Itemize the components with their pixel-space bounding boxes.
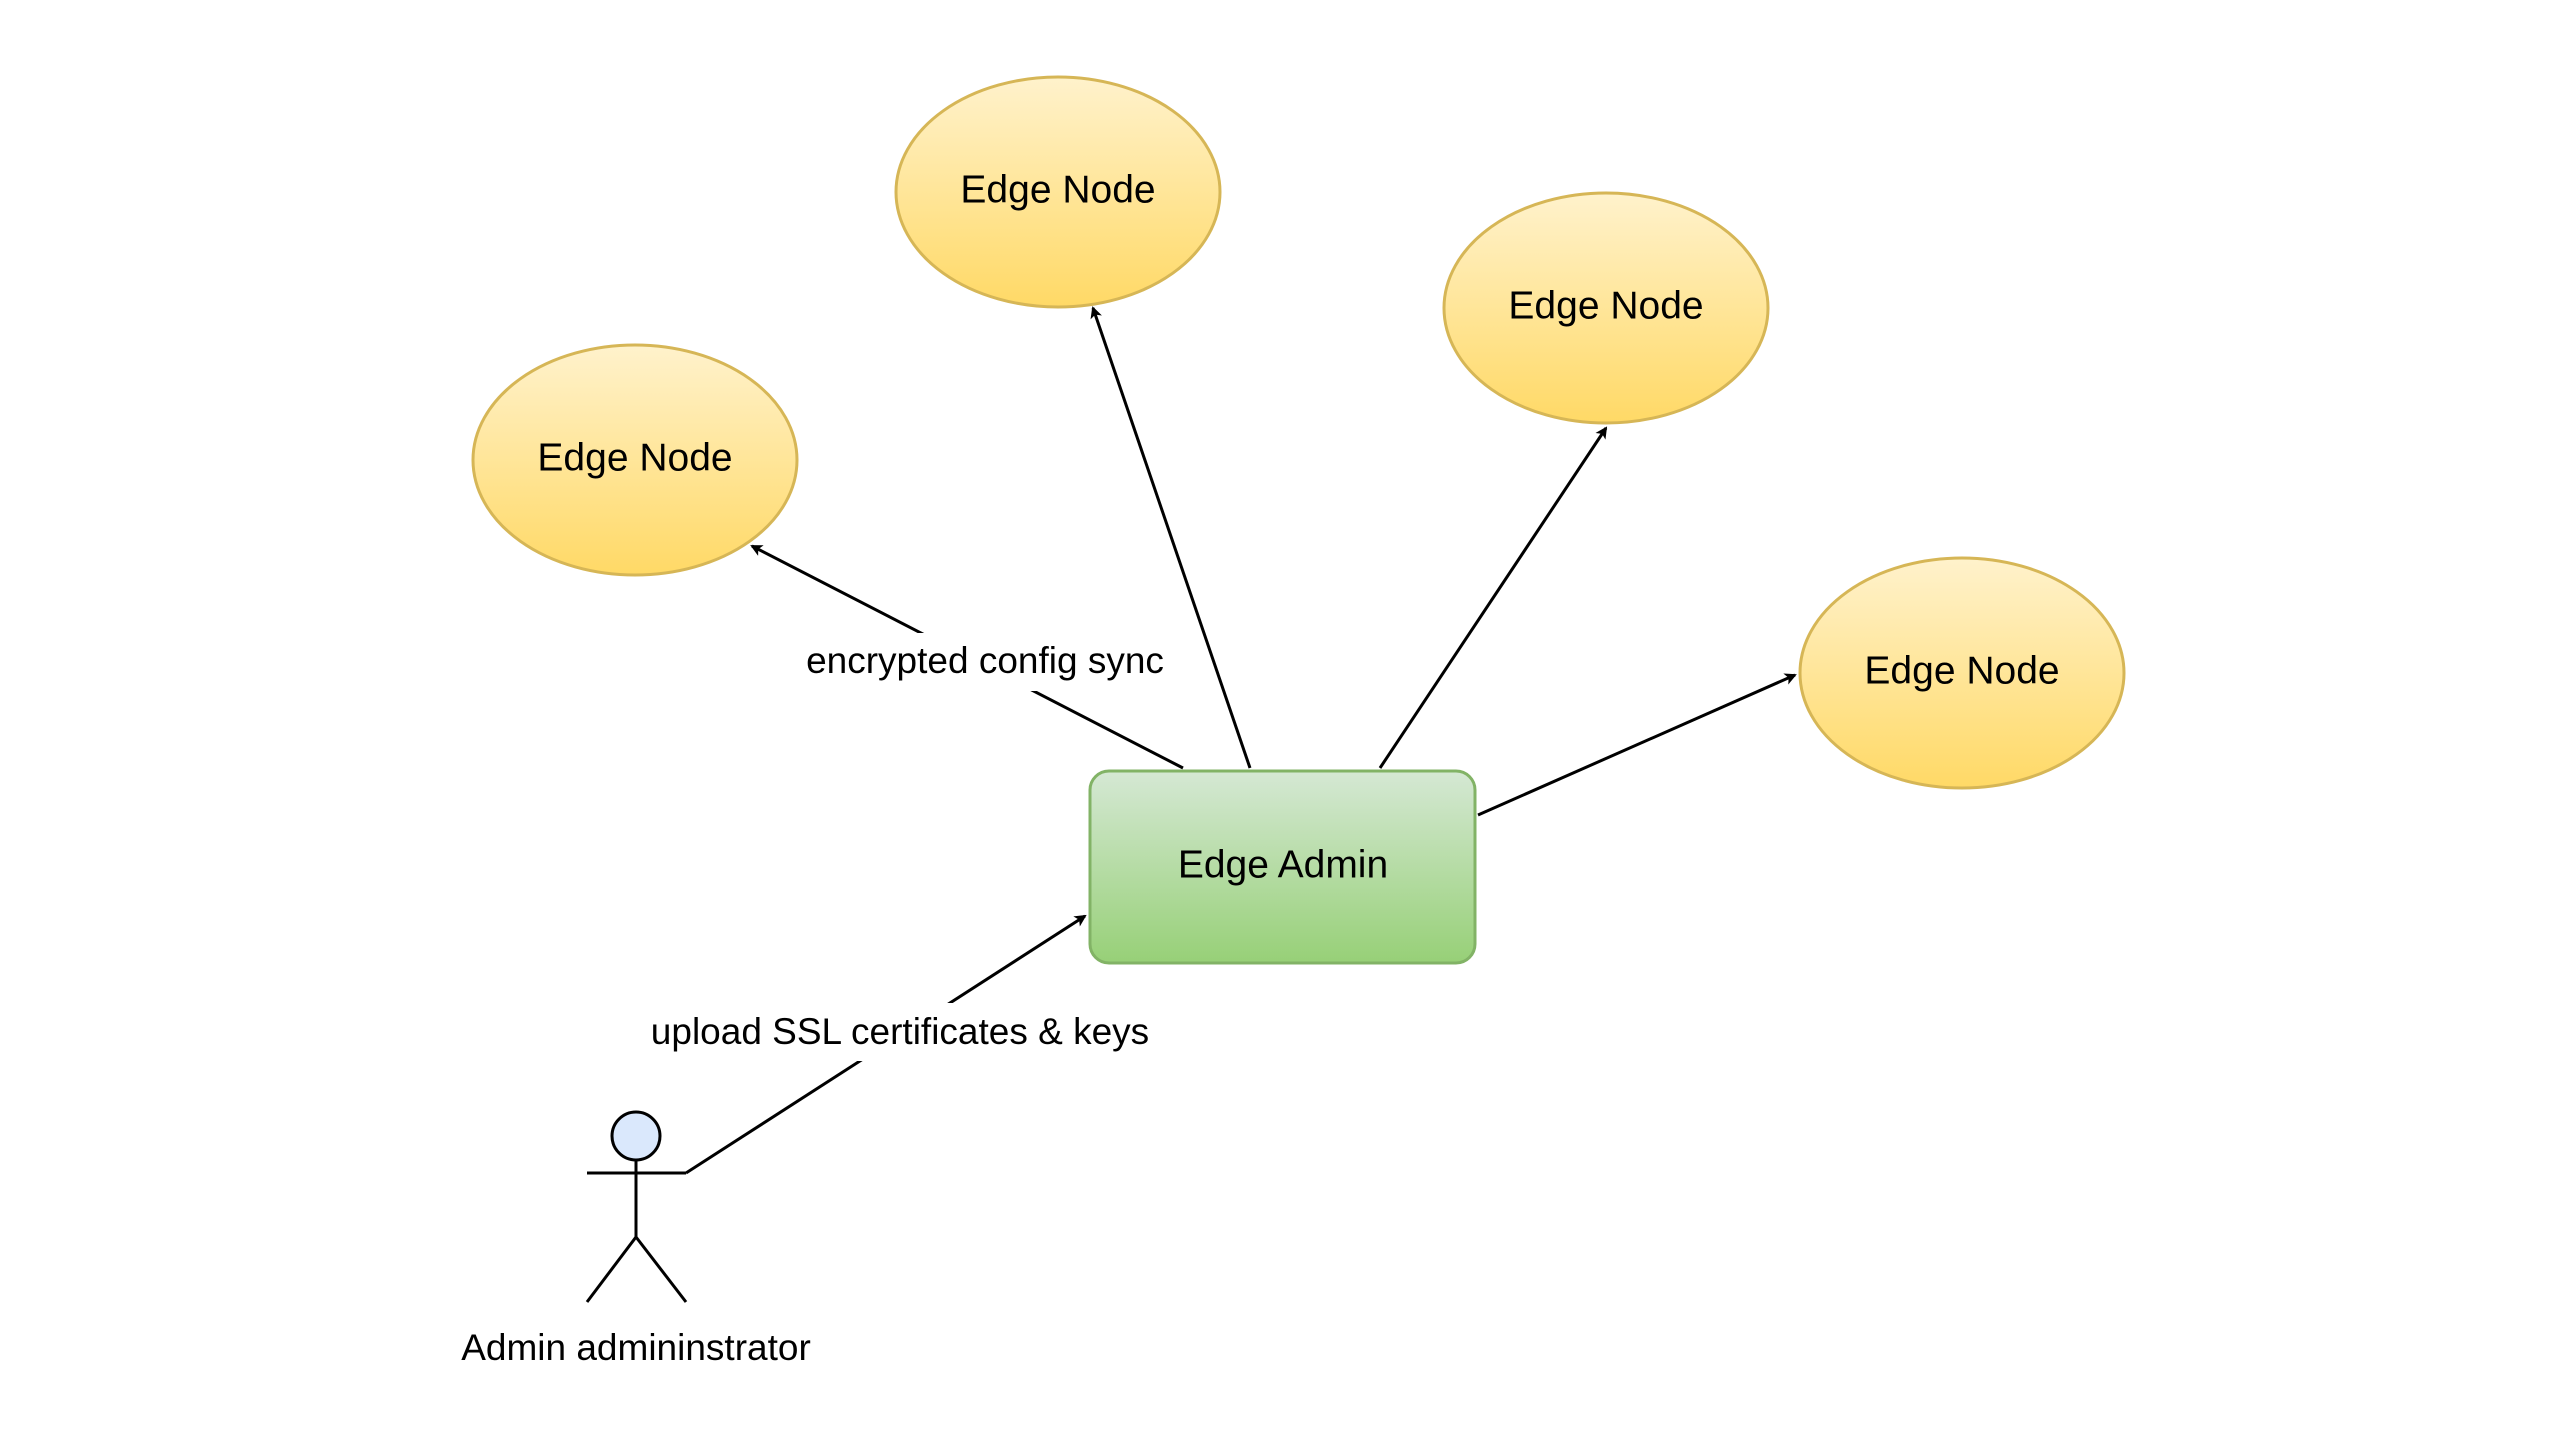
edge-node-label: Edge Node xyxy=(960,168,1155,211)
edge-admin-label: Edge Admin xyxy=(1178,843,1388,886)
edge-node-4[interactable]: Edge Node xyxy=(1798,556,2126,790)
upload-certificates-label: upload SSL certificates & keys xyxy=(651,1011,1149,1052)
actor-administrator[interactable]: Admin admininstrator xyxy=(461,1110,811,1368)
config-sync-label: encrypted config sync xyxy=(806,640,1164,681)
edge-node-3[interactable]: Edge Node xyxy=(1442,191,1770,425)
edge-hub-to-node-4[interactable] xyxy=(1477,673,1797,817)
edge-node-label: Edge Node xyxy=(537,436,732,479)
edge-node-label: Edge Node xyxy=(1864,649,2059,692)
actor-label: Admin admininstrator xyxy=(461,1327,811,1368)
edge-node-2[interactable]: Edge Node xyxy=(894,75,1222,309)
edge-admin-box[interactable]: Edge Admin xyxy=(1088,769,1477,965)
edge-node-1[interactable]: Edge Node xyxy=(471,343,799,577)
edge-label-upload: upload SSL certificates & keys xyxy=(638,1003,1163,1061)
edge-hub-to-node-3[interactable] xyxy=(1378,426,1608,769)
edge-node-label: Edge Node xyxy=(1508,284,1703,327)
actor-icon xyxy=(585,1110,688,1303)
edge-hub-to-node-2[interactable] xyxy=(1090,306,1252,769)
edge-label-config-sync: encrypted config sync xyxy=(795,633,1175,691)
